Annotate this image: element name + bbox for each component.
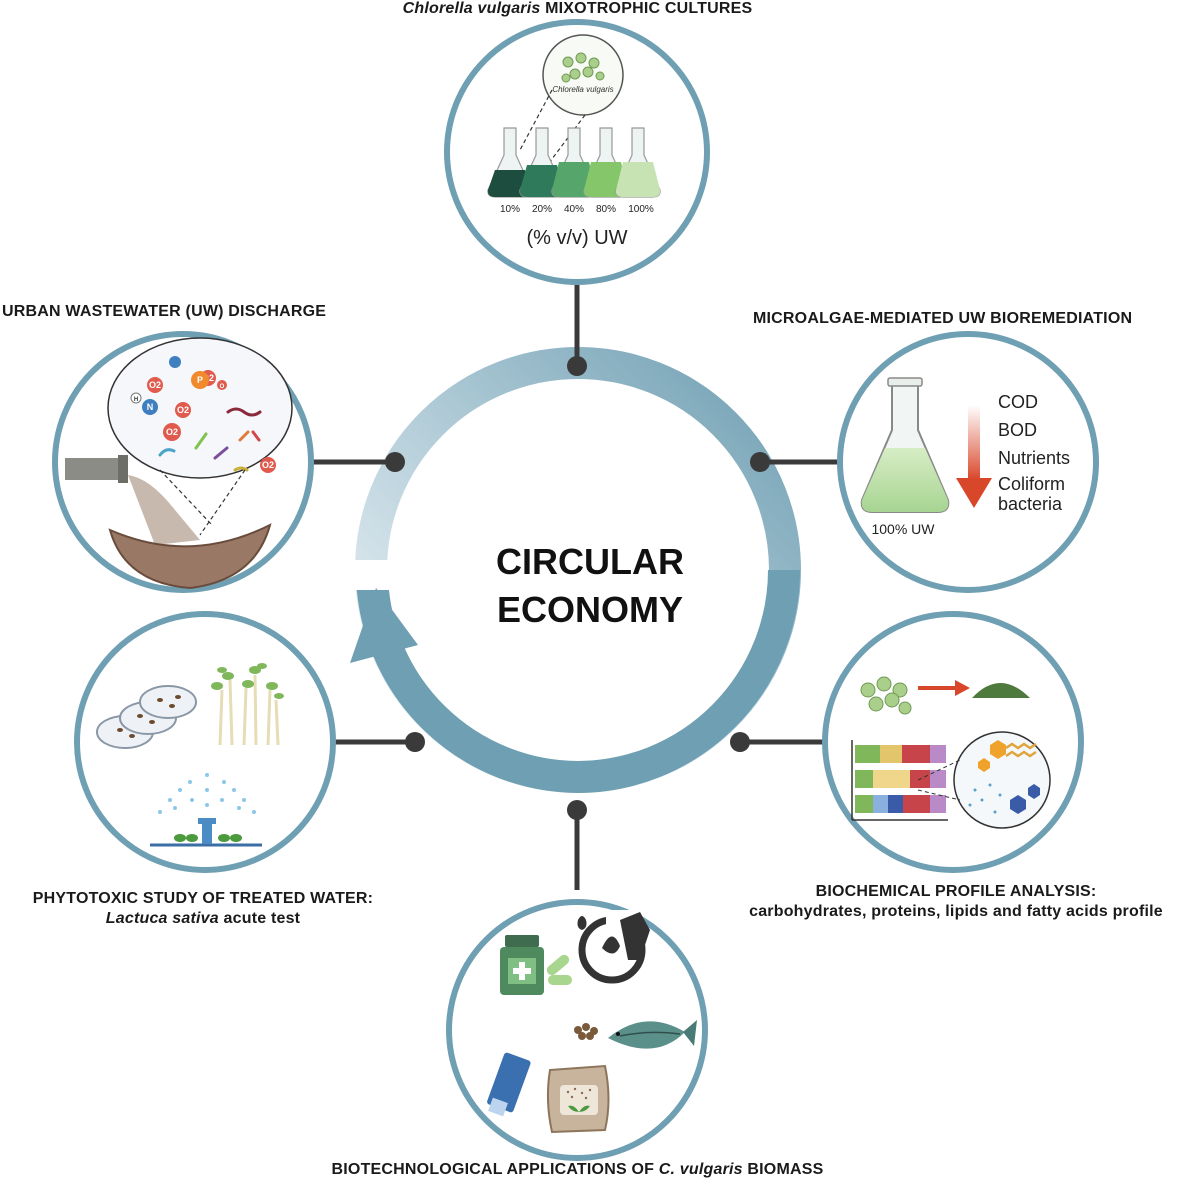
algae-cells — [561, 52, 605, 83]
zoom-label: Chlorella vulgaris — [552, 85, 613, 94]
petri-dishes — [96, 685, 197, 749]
flask-label-20: 20% — [532, 204, 552, 215]
phosphate-atom: P — [197, 375, 203, 385]
cosmetic-tube-icon — [487, 1052, 531, 1117]
o2-molecule: O2 — [177, 405, 189, 415]
discharge-pipe — [65, 458, 125, 480]
wastewater-stream — [128, 475, 200, 545]
capsules-icon — [546, 954, 572, 985]
biofuel-pump-icon — [577, 910, 650, 984]
zoom-lens — [107, 337, 293, 479]
wastewater-illustration: O2 O2 O2 O2 O2 P N O H — [65, 337, 293, 590]
applications-title: BIOTECHNOLOGICAL APPLICATIONS OF C. vulg… — [331, 1161, 824, 1178]
oxygen-atom: O — [220, 384, 225, 390]
flask-label-10: 10% — [500, 204, 520, 215]
hydrogen-atom: H — [134, 397, 138, 403]
center-label: CIRCULAR ECONOMY — [470, 538, 710, 634]
fish-icon — [608, 1020, 697, 1049]
lettuce-seedlings — [211, 663, 284, 746]
sprinkler — [150, 773, 262, 847]
fish-feed-pellets-icon — [574, 1023, 598, 1040]
connectors — [310, 285, 845, 890]
o2-molecule: O2 — [262, 460, 274, 470]
top-culture-illustration: Chlorella vulgaris 10% 20% 40% 80% — [487, 34, 661, 249]
flask-label-80: 80% — [596, 204, 616, 215]
bioremediation-illustration: 100% UW COD BOD Nutrients Coliform bacte… — [860, 377, 1070, 537]
parameter-bod: BOD — [998, 420, 1037, 440]
uw-discharge-title: URBAN WASTEWATER (UW) DISCHARGE — [2, 303, 327, 320]
connector-dots — [385, 356, 770, 820]
biochemical-illustration — [851, 676, 1051, 829]
o2-molecule: O2 — [149, 380, 161, 390]
phytotoxic-title: PHYTOTOXIC STUDY OF TREATED WATER: Lactu… — [32, 890, 374, 927]
zoom-lens — [542, 34, 624, 116]
ammonium-atom: N — [147, 402, 154, 412]
parameter-cod: COD — [998, 392, 1038, 412]
parameter-bacteria: bacteria — [998, 494, 1063, 514]
flask-label-40: 40% — [564, 204, 584, 215]
bacteria — [158, 407, 262, 472]
fertilizer-bag-icon — [546, 1064, 610, 1134]
soil-basin — [108, 523, 272, 590]
center-label-line1: CIRCULAR — [496, 541, 684, 582]
flask-label-100: 100% — [628, 204, 654, 215]
bioremediation-title: MICROALGAE-MEDIATED UW BIOREMEDIATION — [753, 310, 1133, 327]
flask-label: 100% UW — [871, 521, 935, 537]
phytotoxic-illustration — [96, 663, 284, 847]
top-section-title: Chlorella vulgaris MIXOTROPHIC CULTURES — [402, 0, 753, 17]
supplement-bottle-icon — [500, 935, 544, 995]
flask-100 — [615, 127, 661, 198]
applications-illustration — [487, 910, 697, 1134]
decrease-arrow — [968, 405, 980, 480]
composition-bars — [851, 740, 948, 821]
parameter-coliform: Coliform — [998, 474, 1065, 494]
parameter-nutrients: Nutrients — [998, 448, 1070, 468]
ring-arrowhead — [350, 588, 418, 663]
fatty-acid-molecules — [978, 740, 1040, 814]
concentration-axis-label: (% v/v) UW — [526, 227, 627, 249]
o2-molecule: O2 — [166, 427, 178, 437]
dry-biomass-powder — [972, 683, 1030, 698]
biochemical-title: BIOCHEMICAL PROFILE ANALYSIS: carbohydra… — [749, 883, 1163, 920]
center-label-line2: ECONOMY — [496, 589, 683, 630]
algae-cells — [860, 676, 912, 715]
